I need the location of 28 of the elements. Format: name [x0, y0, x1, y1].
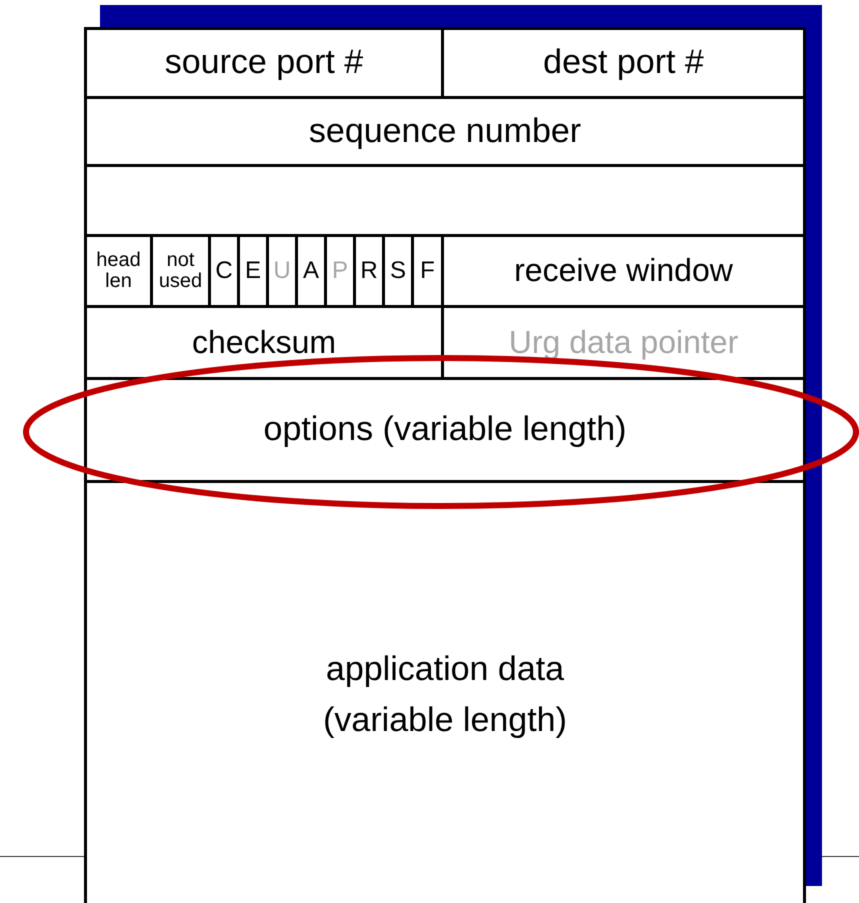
- field-label: application data (variable length): [322, 649, 568, 741]
- field-label: dest port #: [543, 45, 704, 81]
- header-field: [84, 27, 444, 99]
- field-label: Urg data pointer: [508, 326, 738, 360]
- field-label: S: [390, 258, 406, 284]
- header-field: [84, 480, 806, 903]
- header-field: [441, 27, 806, 99]
- header-field: [150, 234, 211, 308]
- field-label: checksum: [192, 326, 336, 360]
- field-label: receive window: [514, 254, 733, 288]
- field-label: head len: [95, 250, 142, 292]
- field-label: F: [420, 258, 435, 284]
- header-field: [84, 377, 806, 483]
- field-label: E: [244, 258, 261, 284]
- empty-header-field: [84, 164, 806, 237]
- field-label: A: [302, 258, 319, 284]
- field-label: C: [215, 258, 233, 284]
- field-label: U: [273, 258, 291, 284]
- field-label: P: [332, 258, 348, 284]
- field-label: not used: [158, 250, 204, 292]
- header-field: [84, 234, 153, 308]
- field-label: sequence number: [308, 114, 582, 150]
- field-label: options (variable length): [264, 412, 626, 448]
- header-field: [441, 305, 806, 380]
- field-label: R: [360, 258, 378, 284]
- header-field: [84, 96, 806, 167]
- header-field: [441, 234, 806, 308]
- field-label: source port #: [164, 45, 364, 81]
